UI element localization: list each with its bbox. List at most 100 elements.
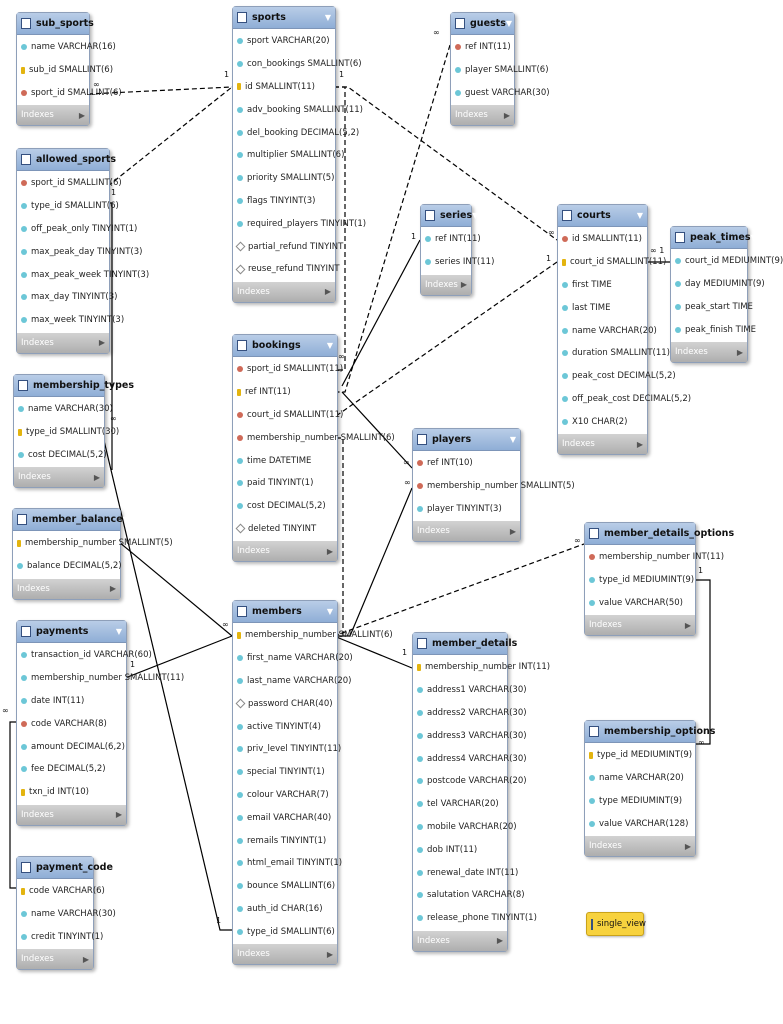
column-row[interactable]: mobile VARCHAR(20) <box>413 816 517 839</box>
table-series[interactable]: series▼ref INT(11)series INT(11)Indexes▶ <box>420 204 494 296</box>
table-guests[interactable]: guests▼ref INT(11)player SMALLINT(6)gues… <box>450 12 550 127</box>
indexes-section[interactable]: Indexes▶ <box>17 949 93 970</box>
collapse-arrow-icon[interactable]: ▼ <box>636 211 643 220</box>
column-row[interactable]: transaction_id VARCHAR(60) <box>17 644 152 667</box>
column-row[interactable]: membership_number SMALLINT(6) <box>233 624 393 647</box>
column-row[interactable]: auth_id CHAR(16) <box>233 898 337 921</box>
indexes-section[interactable]: Indexes▶ <box>585 615 695 636</box>
column-row[interactable]: cost DECIMAL(5,2) <box>14 444 107 467</box>
column-row[interactable]: player SMALLINT(6) <box>451 59 549 82</box>
column-row[interactable]: active TINYINT(4) <box>233 715 337 738</box>
collapse-arrow-icon[interactable]: ▼ <box>326 607 333 616</box>
indexes-section[interactable]: Indexes▶ <box>585 836 695 857</box>
collapse-arrow-icon[interactable]: ▼ <box>93 19 100 28</box>
table-header[interactable]: member_details_options▼ <box>585 523 740 545</box>
expand-arrow-icon[interactable]: ▶ <box>78 110 85 120</box>
table-header[interactable]: sports▼ <box>233 7 335 29</box>
column-row[interactable]: salutation VARCHAR(8) <box>413 884 525 907</box>
column-row[interactable]: X10 CHAR(2) <box>558 410 647 433</box>
table-header[interactable]: member_balance▼ <box>13 509 129 531</box>
column-row[interactable]: con_bookings SMALLINT(6) <box>233 53 362 76</box>
column-row[interactable]: postcode VARCHAR(20) <box>413 770 527 793</box>
expand-arrow-icon[interactable]: ▶ <box>460 280 467 290</box>
column-row[interactable]: max_peak_day TINYINT(3) <box>17 240 142 263</box>
indexes-section[interactable]: Indexes▶ <box>451 105 514 126</box>
column-row[interactable]: address3 VARCHAR(30) <box>413 724 527 747</box>
column-row[interactable]: colour VARCHAR(7) <box>233 784 337 807</box>
table-header[interactable]: peak_times▼ <box>671 227 757 249</box>
table-bookings[interactable]: bookings▼sport_id SMALLINT(11)ref INT(11… <box>232 334 395 563</box>
column-row[interactable]: name VARCHAR(16) <box>17 36 116 59</box>
column-row[interactable]: deleted TINYINT <box>233 518 337 541</box>
column-row[interactable]: day MEDIUMINT(9) <box>671 273 765 296</box>
column-row[interactable]: sub_id SMALLINT(6) <box>17 59 113 82</box>
column-row[interactable]: name VARCHAR(20) <box>585 767 695 790</box>
expand-arrow-icon[interactable]: ▶ <box>82 954 89 964</box>
column-row[interactable]: del_booking DECIMAL(5,2) <box>233 121 359 144</box>
collapse-arrow-icon[interactable]: ▼ <box>472 211 479 220</box>
column-row[interactable]: address2 VARCHAR(30) <box>413 702 527 725</box>
table-member-details[interactable]: member_details▼membership_number INT(11)… <box>412 632 550 952</box>
column-row[interactable]: release_phone TINYINT(1) <box>413 907 537 930</box>
indexes-section[interactable]: Indexes▶ <box>413 521 520 542</box>
column-row[interactable]: address4 VARCHAR(30) <box>413 747 527 770</box>
column-row[interactable]: cost DECIMAL(5,2) <box>233 495 337 518</box>
table-header[interactable]: bookings▼ <box>233 335 337 357</box>
table-members[interactable]: members▼membership_number SMALLINT(6)fir… <box>232 600 393 966</box>
table-peak-times[interactable]: peak_times▼court_id MEDIUMINT(9)day MEDI… <box>670 226 783 364</box>
column-row[interactable]: ref INT(11) <box>451 36 514 59</box>
column-row[interactable]: reuse_refund TINYINT <box>233 258 340 281</box>
column-row[interactable]: adv_booking SMALLINT(11) <box>233 98 363 121</box>
expand-arrow-icon[interactable]: ▶ <box>684 841 691 851</box>
column-row[interactable]: sport_id SMALLINT(6) <box>17 172 122 195</box>
column-row[interactable]: bounce SMALLINT(6) <box>233 875 337 898</box>
column-row[interactable]: name VARCHAR(20) <box>558 319 657 342</box>
column-row[interactable]: peak_start TIME <box>671 296 753 319</box>
column-row[interactable]: membership_number SMALLINT(5) <box>413 475 575 498</box>
column-row[interactable]: membership_number INT(11) <box>413 656 550 679</box>
column-row[interactable]: id SMALLINT(11) <box>233 76 335 99</box>
column-row[interactable]: max_week TINYINT(3) <box>17 309 124 332</box>
collapse-arrow-icon[interactable]: ▼ <box>324 13 331 22</box>
expand-arrow-icon[interactable]: ▶ <box>324 287 331 297</box>
indexes-section[interactable]: Indexes▶ <box>421 274 471 295</box>
column-row[interactable]: type_id SMALLINT(30) <box>14 421 119 444</box>
table-sub-sports[interactable]: sub_sports▼name VARCHAR(16)sub_id SMALLI… <box>16 12 122 127</box>
table-membership-options[interactable]: membership_options▼type_id MEDIUMINT(9)n… <box>584 720 722 858</box>
indexes-section[interactable]: Indexes▶ <box>14 467 104 488</box>
table-header[interactable]: payment_code▼ <box>17 857 119 879</box>
column-row[interactable]: name VARCHAR(30) <box>14 398 113 421</box>
table-players[interactable]: players▼ref INT(10)membership_number SMA… <box>412 428 575 543</box>
expand-arrow-icon[interactable]: ▶ <box>736 347 743 357</box>
table-member-balance[interactable]: member_balance▼membership_number SMALLIN… <box>12 508 173 600</box>
column-row[interactable]: sport_id SMALLINT(11) <box>233 358 343 381</box>
column-row[interactable]: tel VARCHAR(20) <box>413 793 507 816</box>
indexes-section[interactable]: Indexes▶ <box>17 804 126 825</box>
column-row[interactable]: remails TINYINT(1) <box>233 829 337 852</box>
column-row[interactable]: partial_refund TINYINT <box>233 235 343 258</box>
column-row[interactable]: sport_id SMALLINT(6) <box>17 82 122 105</box>
indexes-section[interactable]: Indexes▶ <box>671 342 747 363</box>
column-row[interactable]: balance DECIMAL(5,2) <box>13 555 122 578</box>
column-row[interactable]: court_id MEDIUMINT(9) <box>671 250 783 273</box>
column-row[interactable]: renewal_date INT(11) <box>413 861 518 884</box>
column-row[interactable]: last_name VARCHAR(20) <box>233 670 351 693</box>
column-row[interactable]: credit TINYINT(1) <box>17 926 103 949</box>
column-row[interactable]: guest VARCHAR(30) <box>451 82 550 105</box>
column-row[interactable]: membership_number SMALLINT(6) <box>233 426 395 449</box>
column-row[interactable]: fee DECIMAL(5,2) <box>17 758 126 781</box>
column-row[interactable]: first_name VARCHAR(20) <box>233 647 353 670</box>
collapse-arrow-icon[interactable]: ▼ <box>734 529 741 538</box>
collapse-arrow-icon[interactable]: ▼ <box>134 381 141 390</box>
expand-arrow-icon[interactable]: ▶ <box>93 472 100 482</box>
column-row[interactable]: code VARCHAR(8) <box>17 712 126 735</box>
column-row[interactable]: duration SMALLINT(11) <box>558 342 670 365</box>
column-row[interactable]: court_id SMALLINT(11) <box>558 251 666 274</box>
collapse-arrow-icon[interactable]: ▼ <box>517 639 524 648</box>
expand-arrow-icon[interactable]: ▶ <box>109 584 116 594</box>
expand-arrow-icon[interactable]: ▶ <box>496 936 503 946</box>
column-row[interactable]: membership_number INT(11) <box>585 546 724 569</box>
column-row[interactable]: ref INT(11) <box>233 381 337 404</box>
indexes-section[interactable]: Indexes▶ <box>233 541 337 562</box>
column-row[interactable]: priv_level TINYINT(11) <box>233 738 341 761</box>
